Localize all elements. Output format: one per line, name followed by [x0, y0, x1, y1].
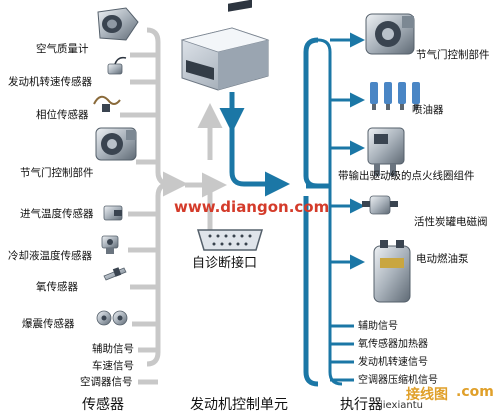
- site-watermark: www.diangon.com: [174, 198, 330, 216]
- sensor-label: 发动机转速传感器: [8, 76, 92, 88]
- sensor-label: 冷却液温度传感器: [8, 250, 92, 262]
- air-mass-meter-illustration: [97, 7, 139, 41]
- phase-sensor-illustration: [93, 95, 121, 112]
- coolant-temp-sensor-illustration: [101, 235, 119, 254]
- sensor-label: 进气温度传感器: [20, 208, 94, 220]
- canister-valve-illustration: [362, 195, 398, 215]
- sensor-signal-label: 辅助信号: [92, 343, 134, 355]
- sensor-signal-label: 空调器信号: [80, 376, 133, 388]
- actuator-label: 喷油器: [412, 104, 444, 116]
- sensor-label: 相位传感器: [36, 109, 89, 121]
- logo-domain-watermark: .com: [456, 384, 494, 400]
- actuator-signal-label: 辅助信号: [358, 321, 398, 332]
- actuator-label: 电动燃油泵: [416, 253, 469, 265]
- sensor-signal-label: 车速信号: [92, 360, 134, 372]
- knock-sensor-illustration: [96, 310, 128, 326]
- actuator-label: 节气门控制部件: [416, 49, 490, 61]
- actuator-branches: [317, 32, 365, 386]
- actuator-trunk: [219, 37, 330, 387]
- diagnostic-connector-illustration: [196, 229, 264, 251]
- logo-sub-watermark: jiexiantu: [380, 400, 423, 411]
- actuator-signal-label: 氧传感器加热器: [358, 339, 428, 350]
- engine-speed-sensor-illustration: [107, 56, 127, 75]
- injector-illustration: [370, 82, 420, 110]
- oxygen-sensor-illustration: [103, 267, 127, 281]
- logo-watermark: 接线图: [406, 387, 448, 403]
- sensors-column-title: 传感器: [82, 397, 124, 413]
- throttle-body-sensor-illustration: [95, 127, 137, 161]
- sensor-label: 空气质量计: [36, 43, 89, 55]
- fuel-pump-illustration: [373, 240, 411, 303]
- ignition-coil-illustration: [367, 127, 405, 176]
- ecu-column-title: 发动机控制单元: [190, 397, 288, 413]
- sensor-trunk: [120, 27, 188, 385]
- actuator-label: 带输出驱动级的点火线圈组件: [338, 170, 475, 182]
- diagnostic-port-label: 自诊断接口: [192, 256, 258, 271]
- actuators-column-title: 执行器: [340, 397, 382, 413]
- actuator-signal-label: 空调器压缩机信号: [358, 375, 438, 386]
- intake-temp-sensor-illustration: [103, 205, 123, 221]
- actuator-label: 活性炭罐电磁阀: [414, 216, 488, 228]
- actuator-signal-label: 发动机转速信号: [358, 357, 428, 368]
- ecu-module-illustration: [180, 0, 270, 91]
- sensor-label: 氧传感器: [36, 281, 78, 293]
- sensor-label: 爆震传感器: [22, 318, 75, 330]
- ecu-internal-arrows: [185, 103, 227, 230]
- throttle-actuator-illustration: [365, 13, 415, 55]
- sensor-label: 节气门控制部件: [20, 167, 94, 179]
